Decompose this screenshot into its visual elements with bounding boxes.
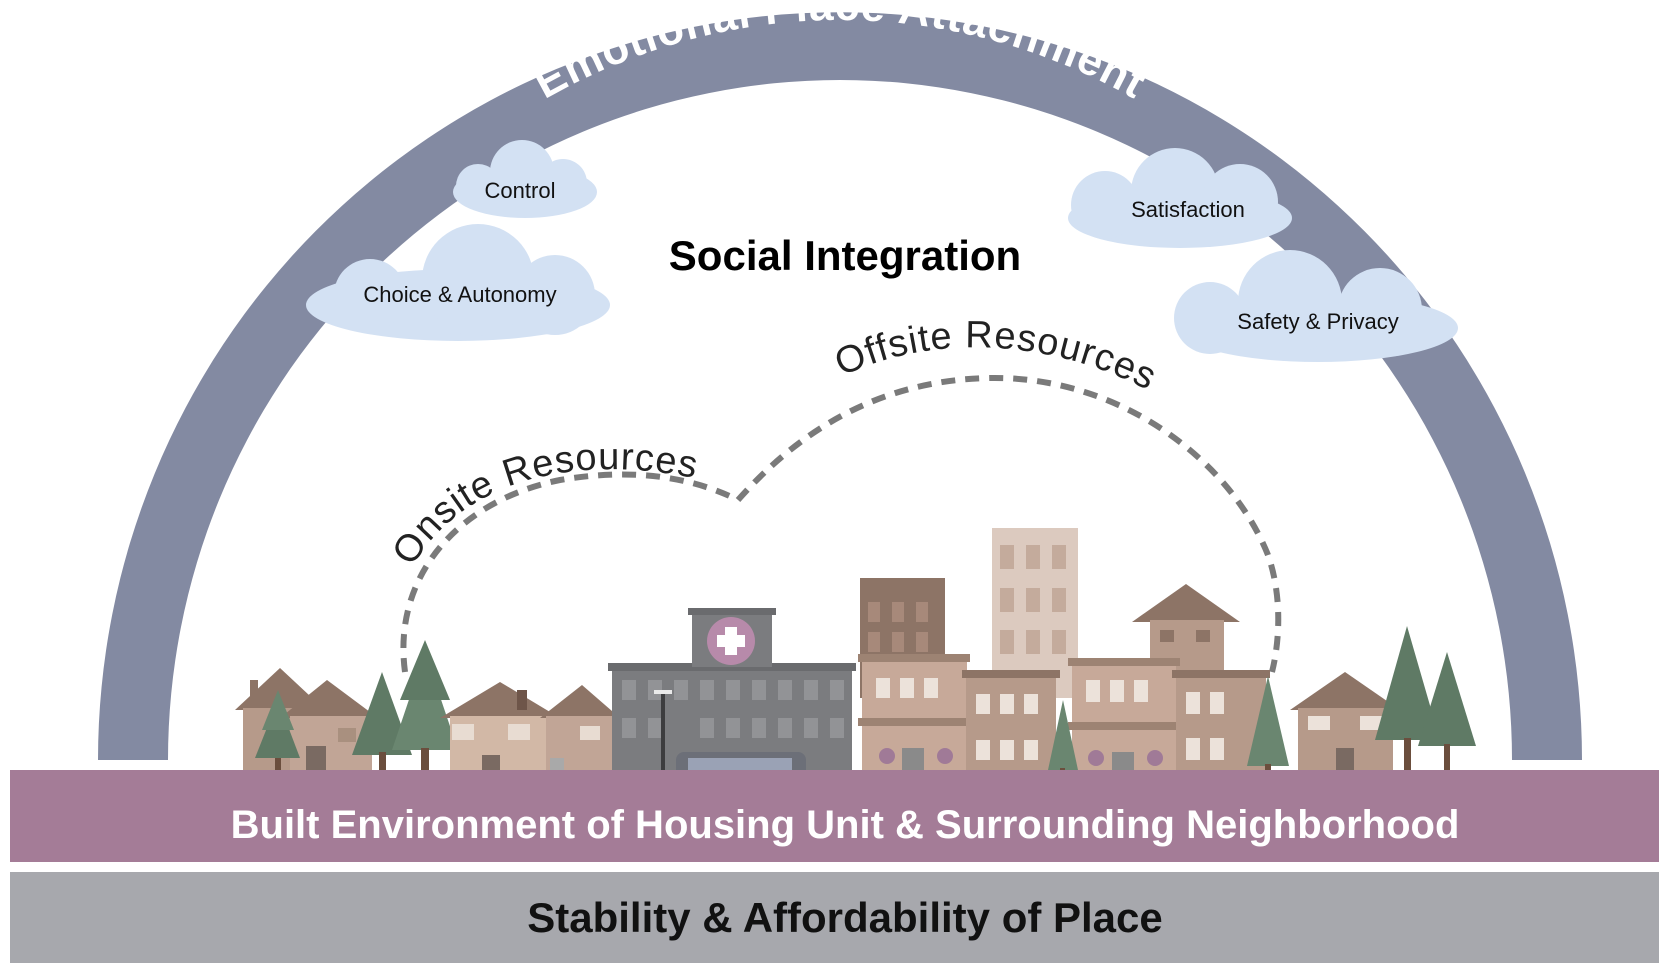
built-environment-band <box>10 770 1659 862</box>
street-trees <box>879 748 1163 766</box>
tree-left-1 <box>255 690 300 776</box>
stability-label: Stability & Affordability of Place <box>527 894 1163 941</box>
medical-cross-icon <box>707 617 755 665</box>
stability-band <box>10 872 1659 963</box>
onsite-label: Onsite Resources <box>384 436 701 572</box>
house-left-4 <box>540 685 620 784</box>
downtown-buildings <box>858 528 1289 792</box>
onsite-dashed-curve <box>400 471 740 673</box>
cloud-label-control: Control <box>485 178 556 203</box>
cloud-safety-privacy <box>1174 250 1458 362</box>
built-environment-label: Built Environment of Housing Unit & Surr… <box>231 803 1460 847</box>
offsite-dashed-curve <box>735 374 1282 673</box>
cloud-control <box>453 140 597 218</box>
tree-left-2 <box>352 672 412 778</box>
tree-right-2 <box>1418 652 1476 774</box>
cloud-satisfaction <box>1068 148 1292 248</box>
cloud-choice-autonomy <box>306 224 610 341</box>
tree-left-3 <box>392 640 458 778</box>
social-integration-title: Social Integration <box>669 232 1021 279</box>
cloud-label-satisfaction: Satisfaction <box>1131 197 1245 222</box>
cloud-label-choice: Choice & Autonomy <box>363 282 556 307</box>
tree-right-1 <box>1375 626 1440 774</box>
cloud-label-safety: Safety & Privacy <box>1237 309 1398 334</box>
offsite-label: Offsite Resources <box>829 314 1164 398</box>
arch-band <box>98 12 1582 761</box>
